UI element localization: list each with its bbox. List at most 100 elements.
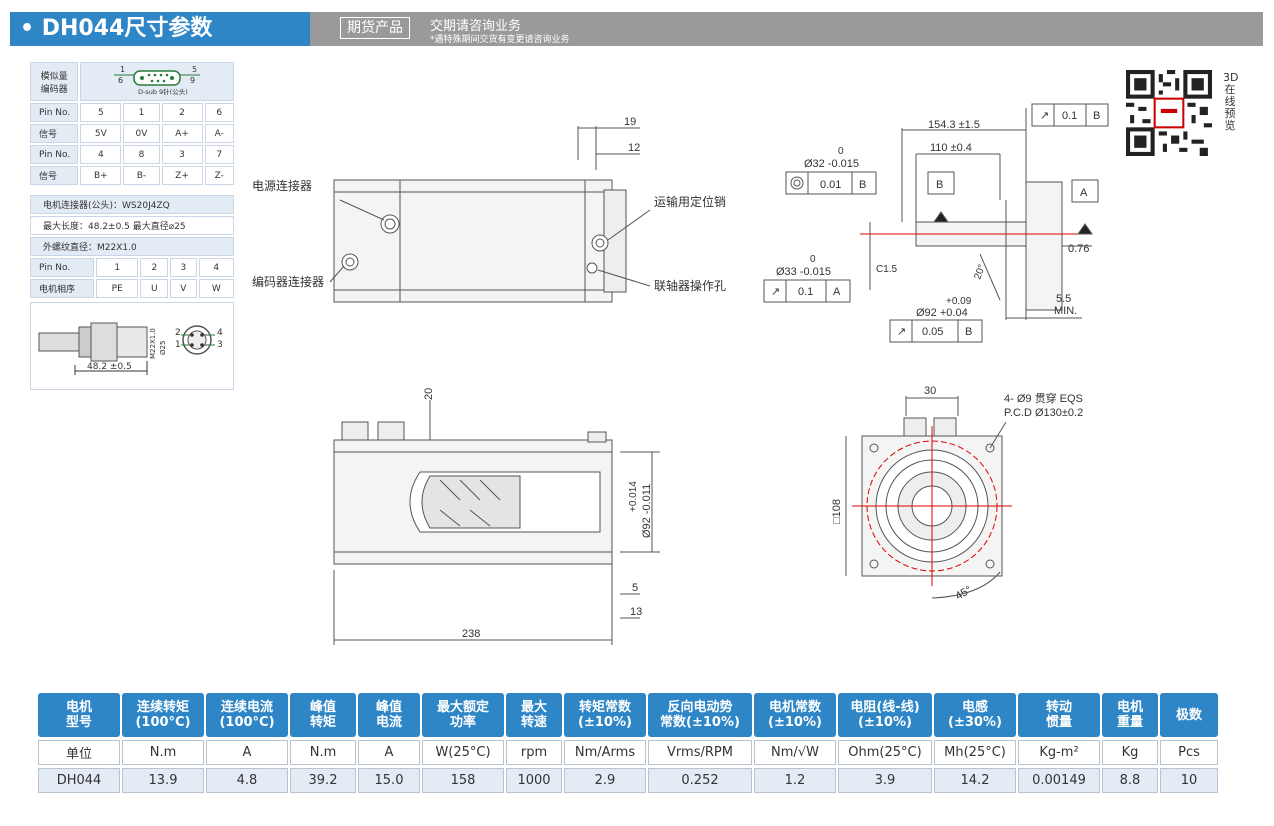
encoder-label: 模似量 编码器	[30, 62, 79, 101]
label-coupling-hole: 联轴器操作孔	[654, 278, 726, 293]
cell: A+	[161, 124, 203, 143]
cell: W	[198, 279, 234, 298]
cell: 7	[204, 145, 234, 164]
dsub-caption: D-sub 9针(公头)	[138, 87, 188, 96]
dim-pcd: P.C.D Ø130±0.2	[1004, 407, 1083, 419]
spec-header-line1: 电机	[65, 700, 92, 715]
spec-header-line1: 极数	[1175, 707, 1202, 723]
dsub-pin9: 9	[190, 76, 195, 85]
spec-unit-cell: Nm/Arms	[564, 740, 646, 765]
tol-parallel: 0.1	[1062, 110, 1077, 122]
dim-c15: C1.5	[876, 264, 898, 275]
dim-min: MIN.	[1054, 305, 1077, 317]
tol-runout2-ref: B	[965, 326, 972, 338]
dim-154: 154.3 ±1.5	[928, 119, 980, 131]
cell: PE	[96, 279, 139, 298]
spec-header: 连续转矩(100°C)	[122, 693, 204, 737]
spec-header-line1: 连续电流	[220, 700, 273, 715]
spec-header: 电机型号	[38, 693, 120, 737]
spec-value-cell: 1.2	[754, 768, 836, 793]
dsub-pin5: 5	[192, 65, 197, 74]
spec-header-line2: (±10%)	[858, 715, 912, 730]
spec-value-cell: 158	[422, 768, 504, 793]
plug-pin: 1	[175, 340, 181, 350]
spec-unit-cell: rpm	[506, 740, 562, 765]
spec-header-line1: 峰值	[309, 700, 336, 715]
encoder-table: 模似量 编码器 1 5 6 9 D-sub 9针(公头)	[28, 60, 236, 187]
spec-header-line1: 最大额定	[436, 700, 489, 715]
spec-header-line1: 转动	[1045, 700, 1072, 715]
datum-b-label: B	[936, 179, 943, 191]
table-row: Pin No. 1 2 3 4	[30, 258, 234, 277]
plug-connector-icon: 48.2 ±0.5 M22X1.0 Ø25 2 4 1 3	[38, 322, 223, 375]
cell: B-	[123, 166, 160, 185]
row-label: Pin No.	[30, 258, 94, 277]
encoder-label-l1: 模似量	[40, 71, 68, 82]
dim-20: 20	[423, 388, 435, 400]
spec-value-cell: 3.9	[838, 768, 932, 793]
spec-unit-cell: A	[358, 740, 420, 765]
table-row: 信号 5V 0V A+ A-	[30, 124, 234, 143]
delivery-subnote: *遇特殊期间交货有变更请咨询业务	[430, 35, 570, 45]
spec-header: 转矩常数(±10%)	[564, 693, 646, 737]
spec-header: 电机重量	[1102, 693, 1158, 737]
spec-unit-cell: N.m	[290, 740, 356, 765]
spec-value-cell: 8.8	[1102, 768, 1158, 793]
cell: 5	[80, 103, 122, 122]
spec-header-line1: 电机常数	[768, 700, 821, 715]
datum-a-label: A	[1080, 187, 1088, 199]
cell: 3	[161, 145, 203, 164]
qr-code-icon[interactable]	[1126, 70, 1212, 156]
dim-holes: 4- Ø9 贯穿 EQS	[1004, 391, 1083, 405]
spec-header-line2: 功率	[449, 715, 476, 730]
encoder-label-l2: 编码器	[40, 84, 68, 95]
spec-unit-cell: Mh(25°C)	[934, 740, 1016, 765]
row-label: Pin No.	[30, 103, 79, 122]
qr-caption: 3D在线预览	[1223, 71, 1239, 132]
spec-unit-cell: Nm/√W	[754, 740, 836, 765]
dsub-pin1: 1	[120, 65, 125, 74]
cell: 0V	[123, 124, 160, 143]
spec-value-cell: 0.252	[648, 768, 752, 793]
table-row: Pin No. 5 1 2 6	[30, 103, 234, 122]
spec-value-cell: 15.0	[358, 768, 420, 793]
row-label: 电机相序	[30, 279, 94, 298]
dim-238: 238	[462, 628, 480, 640]
row-label: Pin No.	[30, 145, 79, 164]
plug-pin: 2	[175, 328, 181, 338]
spec-header-line2: 电流	[375, 715, 402, 730]
spec-header: 最大转速	[506, 693, 562, 737]
spec-unit-cell: Pcs	[1160, 740, 1218, 765]
spec-unit-cell: A	[206, 740, 288, 765]
header-bar: • DH044尺寸参数 期货产品 交期请咨询业务 *遇特殊期间交货有变更请咨询业…	[10, 12, 1263, 46]
spec-header-line2: (±10%)	[768, 715, 822, 730]
plug-thread: M22X1.0	[149, 328, 157, 359]
spec-header-line1: 反向电动势	[667, 700, 733, 715]
spec-header-line2: 重量	[1116, 715, 1143, 730]
dim-19: 19	[624, 116, 636, 128]
page-title: • DH044尺寸参数	[10, 12, 310, 46]
connector-panel: 模似量 编码器 1 5 6 9 D-sub 9针(公头)	[28, 60, 236, 392]
section-view	[333, 400, 660, 645]
spec-header: 连续电流(100°C)	[206, 693, 288, 737]
dim-12: 12	[628, 142, 640, 154]
table-row: 电机相序 PE U V W	[30, 279, 234, 298]
motor-connector-size: 最大长度：48.2±0.5 最大直径⌀25	[30, 216, 234, 235]
spec-unit-cell: Vrms/RPM	[648, 740, 752, 765]
spec-table: 电机型号连续转矩(100°C)连续电流(100°C)峰值转矩峰值电流最大额定功率…	[36, 690, 1220, 796]
dim-square-108: □108	[831, 499, 843, 524]
spec-value-cell: 39.2	[290, 768, 356, 793]
row-label: 信号	[30, 124, 79, 143]
cell: Z+	[161, 166, 203, 185]
tol-concentric: 0.01	[820, 179, 841, 191]
parallel-symbol-icon: ↗	[1040, 110, 1049, 122]
table-row: 信号 B+ B- Z+ Z-	[30, 166, 234, 185]
dim-phi33: Ø33 -0.015	[776, 266, 831, 278]
spec-header: 转动惯量	[1018, 693, 1100, 737]
spec-value-cell: 4.8	[206, 768, 288, 793]
spec-header-line2: 型号	[65, 715, 92, 730]
dim-phi32-nominal: 0	[838, 146, 844, 157]
spec-header-row: 电机型号连续转矩(100°C)连续电流(100°C)峰值转矩峰值电流最大额定功率…	[38, 693, 1218, 737]
